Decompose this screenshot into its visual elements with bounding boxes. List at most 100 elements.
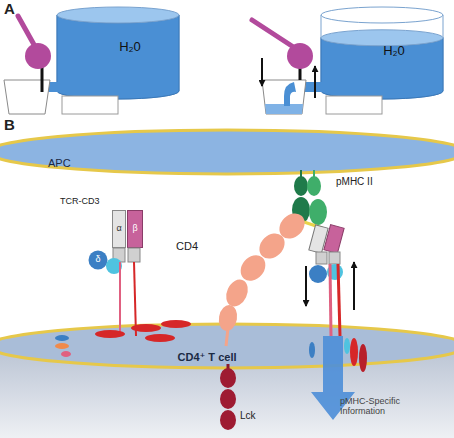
water-tank: H₂0 bbox=[56, 6, 180, 100]
node-outline bbox=[127, 210, 143, 248]
valve-bar bbox=[41, 66, 44, 92]
resting-tcr bbox=[134, 262, 136, 336]
cup bbox=[262, 80, 306, 114]
signaling-molecule bbox=[55, 320, 191, 357]
valve-lever bbox=[25, 43, 51, 69]
signal-arrow bbox=[311, 336, 355, 420]
pmhc-molecule bbox=[292, 197, 310, 223]
signaling-molecule bbox=[55, 343, 69, 349]
valve-lever bbox=[252, 20, 298, 50]
signal-label: pMHC-Specific Information bbox=[340, 396, 424, 417]
lck-kinase bbox=[227, 364, 230, 372]
cup bbox=[4, 80, 306, 114]
cup bbox=[265, 104, 303, 114]
subunit-shape bbox=[128, 211, 143, 248]
tank-rim bbox=[321, 7, 443, 23]
conformation-arrow bbox=[353, 262, 355, 310]
tank-wall bbox=[321, 15, 443, 99]
complex-label: TCR-CD3 bbox=[60, 196, 100, 206]
pmhc-molecule bbox=[292, 170, 327, 225]
subunit-shape bbox=[113, 211, 126, 248]
engaged-tcr bbox=[330, 264, 331, 336]
lck-kinase bbox=[220, 364, 236, 430]
node-text: APC bbox=[48, 157, 71, 169]
water-pipe bbox=[28, 82, 60, 92]
signaling-molecule bbox=[344, 338, 350, 354]
tank-base bbox=[62, 96, 118, 114]
cd4-chain bbox=[226, 328, 228, 346]
resting-tcr bbox=[128, 248, 140, 262]
tank-wall bbox=[57, 15, 179, 99]
panel-letter: A bbox=[4, 0, 15, 17]
motion-arrow bbox=[261, 58, 263, 86]
water-tank: H₂0 bbox=[320, 6, 444, 100]
t-cell-membrane: CD4⁺ T cell bbox=[0, 322, 454, 370]
resting-tcr bbox=[106, 248, 140, 336]
engaged-tcr bbox=[316, 252, 327, 264]
resting-tcr bbox=[119, 262, 121, 336]
water-surface bbox=[321, 30, 443, 46]
resting-tcr bbox=[113, 248, 125, 262]
water-pipe bbox=[292, 82, 322, 92]
cd4-chain bbox=[222, 276, 252, 310]
node-text: H₂0 bbox=[119, 40, 141, 54]
cd4-chain bbox=[274, 208, 309, 243]
water-pipe bbox=[28, 82, 322, 92]
peptide bbox=[304, 222, 322, 228]
valve-bar bbox=[299, 64, 302, 80]
cd3-delta-chain: δ bbox=[88, 250, 108, 270]
signaling-molecule bbox=[161, 320, 191, 328]
signaling-molecule bbox=[95, 330, 125, 338]
signaling-molecule bbox=[55, 335, 69, 341]
lck-kinase bbox=[220, 410, 236, 430]
conformation-arrow bbox=[305, 266, 307, 306]
node-outline bbox=[88, 250, 108, 270]
node-text: H₂0 bbox=[383, 44, 405, 58]
cd4-chain bbox=[217, 304, 239, 333]
engaged-tcr bbox=[327, 264, 343, 280]
signaling-molecule bbox=[131, 324, 161, 332]
resting-tcr bbox=[106, 258, 122, 274]
text-wrap: H₂0 bbox=[320, 6, 444, 100]
cytoplasm bbox=[0, 346, 454, 438]
pmhc-molecule bbox=[294, 176, 308, 196]
text-wrap: CD4⁺ T cell bbox=[0, 322, 454, 370]
pmhc-molecule bbox=[307, 176, 321, 196]
kinase-label: Lck bbox=[240, 410, 256, 422]
membrane-shape bbox=[0, 324, 454, 368]
cd4-chain bbox=[217, 208, 310, 346]
node-text: δ bbox=[95, 255, 100, 265]
molecule-label: pMHC II bbox=[336, 176, 373, 188]
text-wrap: H₂0 bbox=[56, 6, 180, 100]
node-text: CD4⁺ T cell bbox=[178, 351, 237, 363]
signaling-molecule bbox=[145, 334, 175, 342]
valve-bar bbox=[42, 64, 300, 92]
lck-kinase bbox=[220, 368, 236, 388]
node-outline bbox=[112, 210, 126, 248]
pmhc-molecule bbox=[300, 170, 302, 178]
tank-rim bbox=[57, 7, 179, 23]
peptide bbox=[304, 222, 322, 228]
tcr-alpha-chain: α bbox=[112, 210, 126, 248]
node-text: α bbox=[116, 224, 121, 234]
signaling-molecule bbox=[309, 338, 367, 372]
membrane-shape bbox=[0, 130, 454, 174]
text-wrap: α bbox=[112, 210, 126, 248]
signaling-molecule bbox=[61, 351, 71, 357]
engaged-tcr bbox=[324, 225, 344, 254]
valve-lever bbox=[18, 16, 313, 69]
signaling-molecule bbox=[350, 338, 358, 366]
molecule-label: CD4 bbox=[176, 240, 198, 253]
engaged-tcr bbox=[309, 225, 328, 253]
cytoplasm bbox=[0, 346, 454, 438]
apc-membrane: APC bbox=[0, 128, 454, 176]
motion-arrow bbox=[262, 58, 315, 98]
pmhc-molecule bbox=[313, 170, 315, 178]
signal-arrow bbox=[311, 336, 355, 420]
water-body bbox=[321, 38, 443, 99]
engaged-tcr bbox=[329, 252, 340, 264]
